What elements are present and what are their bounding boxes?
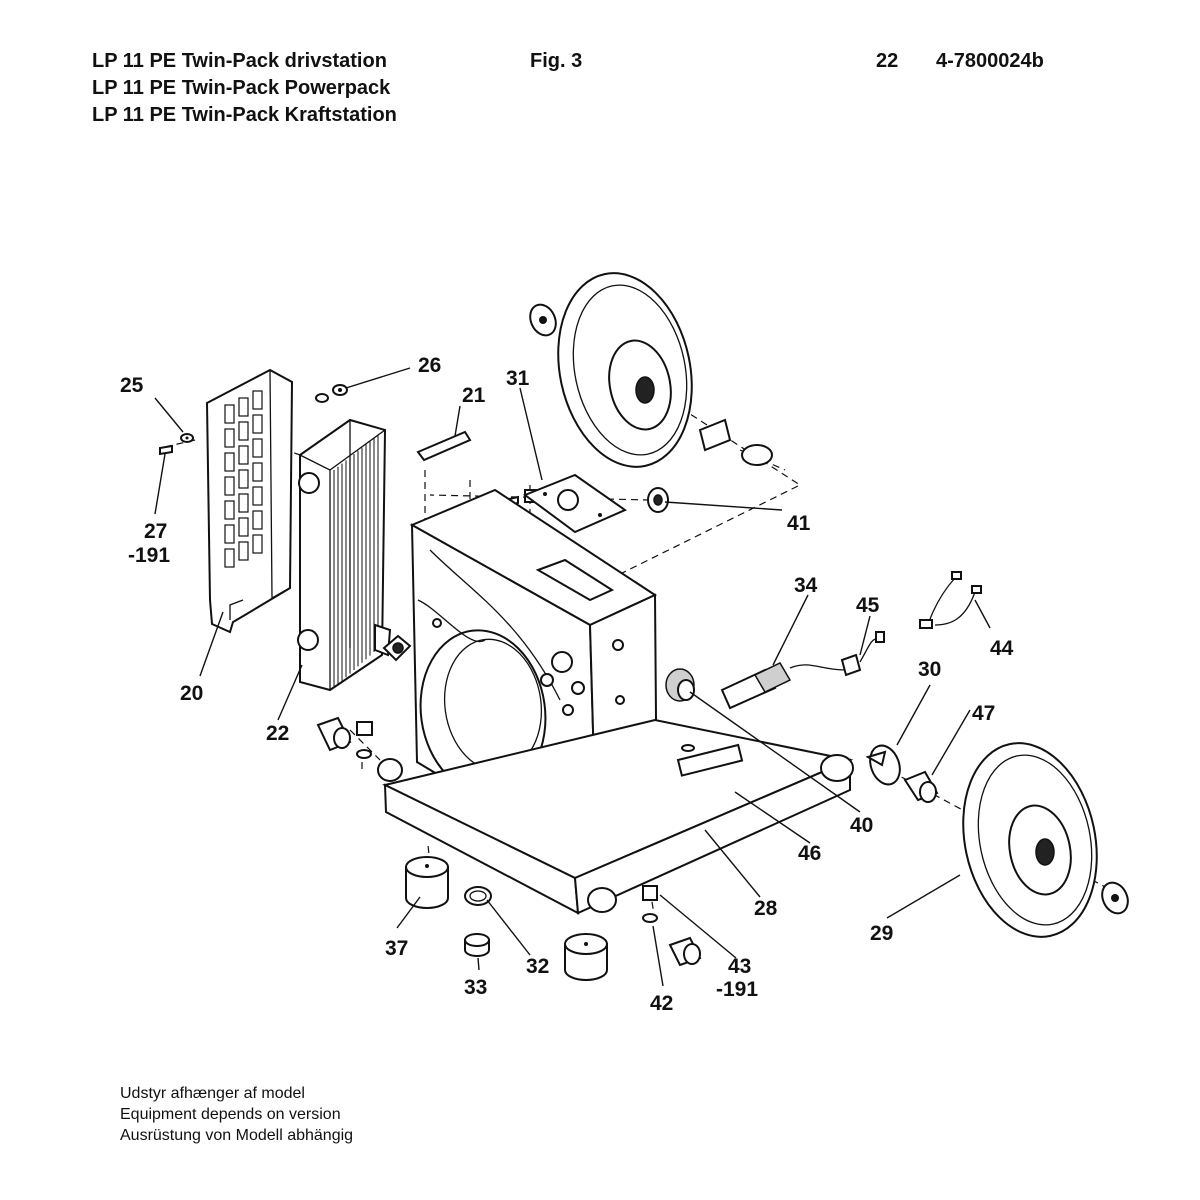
callout-45: 45 <box>856 594 880 617</box>
footnote-english: Equipment depends on version <box>120 1106 341 1123</box>
part-37-rubber-foot <box>405 856 449 909</box>
callout-26: 26 <box>418 354 441 377</box>
part-33-plug <box>464 933 490 957</box>
figure-label: Fig. 3 <box>530 50 583 72</box>
part-45-connector <box>840 631 885 677</box>
guard-slot <box>224 500 235 520</box>
guard-slot <box>224 524 235 544</box>
part-34-sensor <box>720 662 846 710</box>
callout-22: 22 <box>266 722 289 745</box>
guard-slot <box>252 462 263 482</box>
footnote-german: Ausrüstung von Modell abhängig <box>120 1127 354 1144</box>
guard-slot <box>224 404 235 424</box>
footnote-danish: Udstyr afhænger af model <box>120 1085 305 1102</box>
part-22-oil-cooler <box>297 418 392 692</box>
part-31-mounting-plate <box>522 473 628 534</box>
callout-47: 47 <box>972 702 995 725</box>
part-rubber-foot-2 <box>564 933 608 981</box>
part-41-bearing <box>647 487 669 513</box>
callout-43: 43 <box>728 955 751 978</box>
guard-slot <box>238 445 249 465</box>
guard-slot <box>238 493 249 513</box>
guard-slot <box>252 510 263 530</box>
header-title-german: LP 11 PE Twin-Pack Kraftstation <box>92 104 397 126</box>
callout-28: 28 <box>754 897 778 920</box>
callout-46: 46 <box>798 842 821 865</box>
callout-31: 31 <box>506 367 530 390</box>
spacer-tubes <box>316 716 702 967</box>
callout-34: 34 <box>794 574 818 597</box>
callout-30: 30 <box>918 658 941 681</box>
guard-slot <box>224 548 235 568</box>
part-40-fitting <box>665 668 695 702</box>
callout-27-suffix: -191 <box>128 544 170 567</box>
guard-slot <box>252 390 263 410</box>
callout-32: 32 <box>526 955 549 978</box>
document-number: 4-7800024b <box>936 50 1044 72</box>
callout-20: 20 <box>180 682 203 705</box>
callout-29: 29 <box>870 922 893 945</box>
part-wheel-upper <box>529 272 773 468</box>
callout-21: 21 <box>462 384 486 407</box>
guard-slot <box>238 469 249 489</box>
part-28-base-frame <box>377 718 854 915</box>
callout-33: 33 <box>464 976 487 999</box>
bolts-42-43 <box>356 721 658 923</box>
guard-slot <box>252 486 263 506</box>
guard-slot <box>238 517 249 537</box>
part-20-guard-panel <box>205 368 294 634</box>
guard-slot <box>252 438 263 458</box>
guard-slot <box>238 397 249 417</box>
part-30-washer <box>865 744 901 786</box>
callout-44: 44 <box>990 637 1014 660</box>
part-47-bushing <box>903 770 939 803</box>
header-title-english: LP 11 PE Twin-Pack Powerpack <box>92 77 391 99</box>
guard-slot <box>252 414 263 434</box>
page-number: 22 <box>876 50 899 72</box>
callout-42: 42 <box>650 992 673 1015</box>
part-21-bracket <box>416 430 472 462</box>
guard-slot <box>252 534 263 554</box>
guard-slot <box>224 452 235 472</box>
part-32-washer <box>464 886 492 906</box>
part-29-wheel-lower <box>962 742 1129 938</box>
callout-37: 37 <box>385 937 408 960</box>
guard-slot <box>238 541 249 561</box>
callout-27: 27 <box>144 520 167 543</box>
leader-lines <box>154 367 991 987</box>
header-title-danish: LP 11 PE Twin-Pack drivstation <box>92 50 387 72</box>
callout-labels: 25 27 -191 26 21 31 41 20 22 34 45 44 30… <box>120 354 1014 1015</box>
part-44-cable <box>919 571 982 629</box>
guard-slot <box>238 421 249 441</box>
callout-41: 41 <box>787 512 811 535</box>
callout-25: 25 <box>120 374 144 397</box>
callout-40: 40 <box>850 814 873 837</box>
guard-slot <box>224 428 235 448</box>
callout-43-suffix: -191 <box>716 978 758 1001</box>
guard-slot <box>224 476 235 496</box>
